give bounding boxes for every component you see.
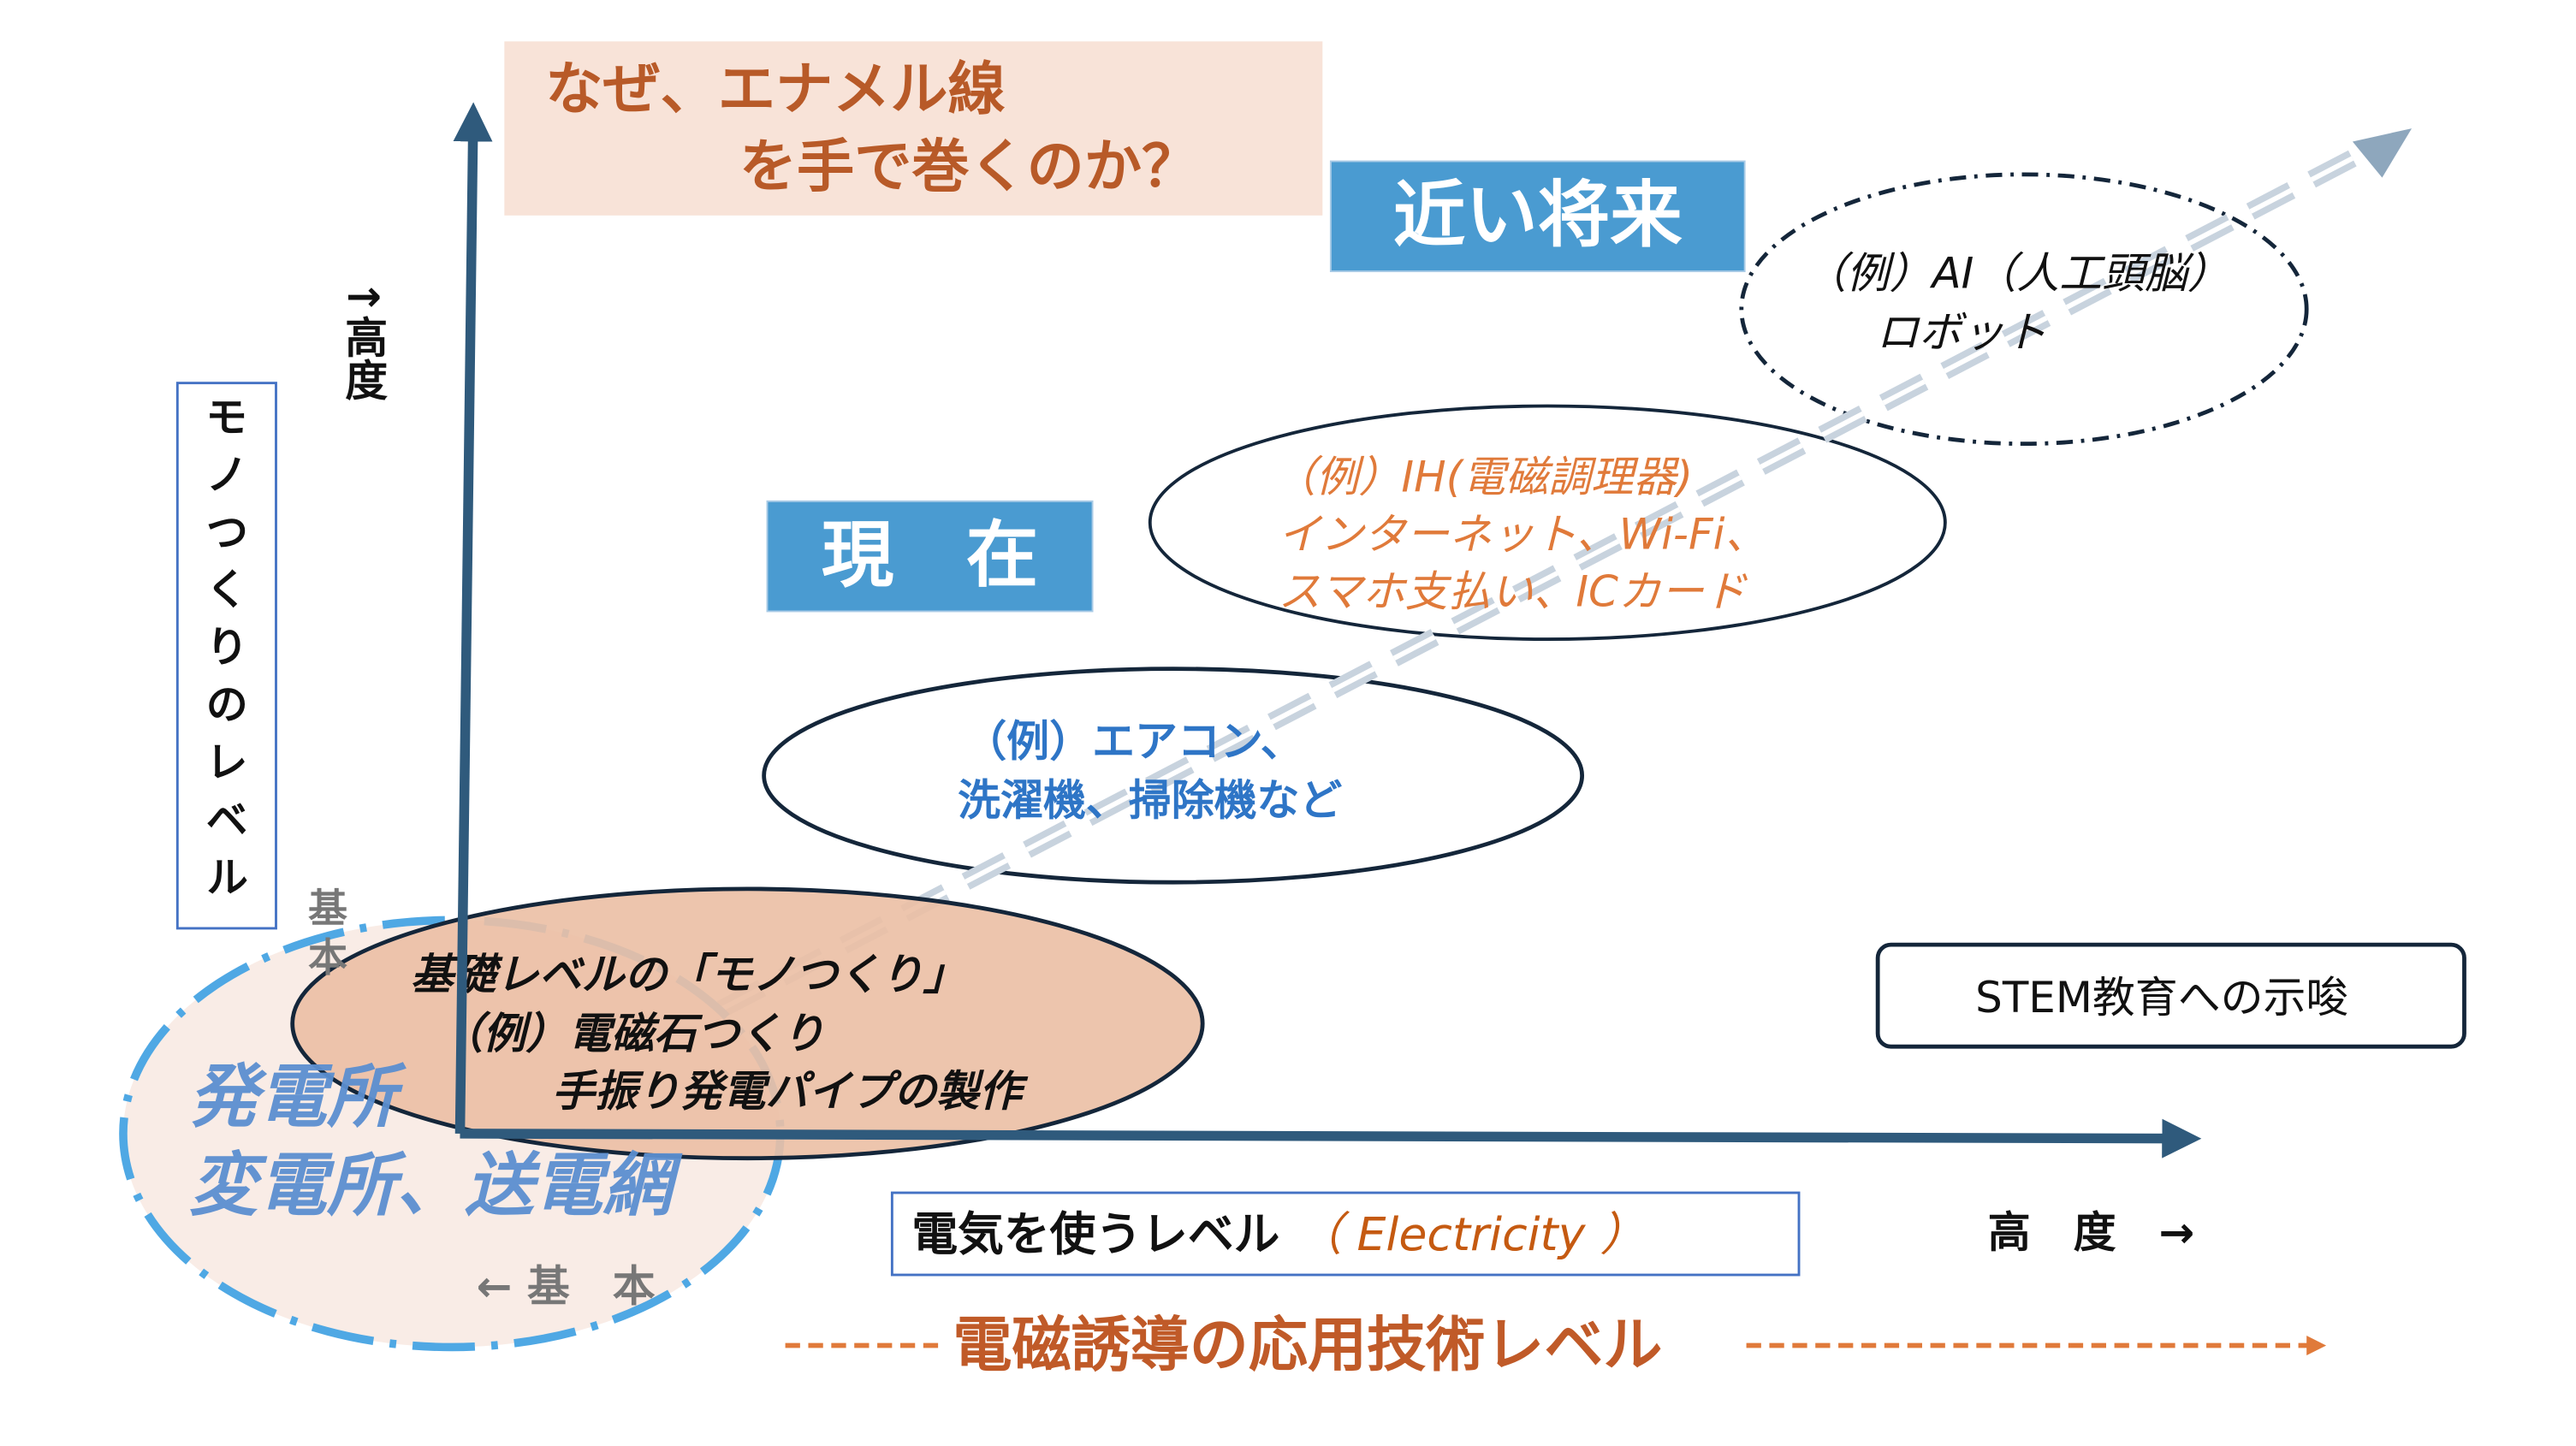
title-line1: なぜ、エナメル線	[545, 56, 1005, 122]
ih-line2: インターネット、Wi-Fi、	[1278, 510, 1767, 560]
x-axis-level-label: 電気を使うレベル	[911, 1207, 1279, 1261]
y-axis	[453, 102, 493, 1134]
future-line2: ロボット	[1876, 307, 2047, 357]
present-box	[766, 500, 1094, 613]
title-box	[504, 41, 1323, 216]
stem-button[interactable]	[1875, 942, 2466, 1049]
stem-button-label[interactable]: STEM教育への示唆	[1975, 973, 2348, 1022]
title-line2: を手で巻くのか？	[739, 133, 1199, 199]
basic-line3: 手振り発電パイプの製作	[552, 1066, 1029, 1116]
future-ellipse	[1739, 172, 2309, 447]
present-label: 現 在	[822, 513, 1038, 597]
x-axis	[460, 1118, 2202, 1159]
y-axis-level-label: モノつくりのレベル	[199, 394, 248, 912]
near-future-label: 近い将来	[1393, 174, 1683, 258]
present-line2: 洗濯機、掃除機など	[958, 776, 1342, 826]
power-line2: 変電所、送電網	[189, 1146, 684, 1226]
ih-ellipse	[1148, 404, 1947, 642]
y-axis-high-label: ↑高度	[338, 280, 388, 401]
x-axis-basic-label: ← 基 本	[477, 1262, 656, 1312]
y-axis-basic-label: 基本	[302, 887, 348, 987]
y-axis-level-box	[175, 382, 277, 930]
basic-ellipse	[290, 886, 1205, 1161]
power-line1: 発電所	[189, 1058, 407, 1138]
ih-line1: （例）IH(電磁調理器)	[1273, 452, 1693, 501]
x-axis-electricity-label: （ Electricity ）	[1297, 1207, 1647, 1261]
near-future-box	[1329, 160, 1746, 273]
basic-line2: （例）電磁石つくり	[440, 1009, 824, 1058]
x-axis-high-label: 高 度 →	[1988, 1207, 2194, 1257]
ih-line3: スマホ支払い、ICカード	[1278, 567, 1748, 617]
future-line1: （例）AI（人工頭脳）	[1804, 248, 2230, 298]
svg-text:電気を使うレベル（ Electricity ）: 電気を使うレベル （ Electricity ）	[911, 1207, 1646, 1261]
present-line1: （例）エアコン、	[964, 716, 1303, 766]
basic-line1: 基礎レベルの「モノつくり」	[411, 950, 966, 999]
x-axis-level-box	[890, 1191, 1801, 1277]
bottom-label: 電磁誘導の応用技術レベル	[953, 1312, 1662, 1380]
